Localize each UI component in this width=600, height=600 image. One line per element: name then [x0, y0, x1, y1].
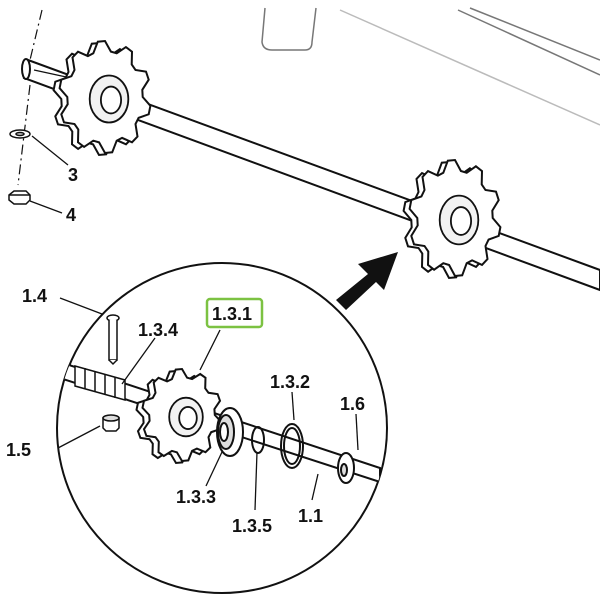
right-sprocket-bore	[449, 206, 473, 236]
direction-arrow	[336, 252, 398, 310]
left-sprocket-bore	[99, 85, 123, 115]
callout-1-5: 1.5	[6, 440, 31, 460]
callout-1-3-4: 1.3.4	[138, 320, 178, 340]
detail-leader-lines	[57, 297, 359, 511]
callout-1-1: 1.1	[298, 506, 323, 526]
right-sprocket	[402, 158, 502, 280]
callout-highlight-box	[205, 297, 264, 329]
axis-dash-line	[17, 9, 43, 186]
callout-1-3-3: 1.3.3	[176, 487, 216, 507]
left-sprocket	[52, 39, 152, 157]
nut-part	[8, 190, 31, 205]
callout-3: 3	[68, 165, 78, 185]
top-leader-lines	[29, 135, 69, 214]
frame-background	[261, 7, 600, 126]
callout-1-4: 1.4	[22, 286, 47, 306]
callout-1-3-2: 1.3.2	[270, 372, 310, 392]
detail-sprocket-bore	[178, 406, 198, 430]
washer-part	[9, 129, 31, 139]
callout-1-6: 1.6	[340, 394, 365, 414]
detail-sprocket	[135, 367, 223, 465]
callout-4: 4	[66, 205, 76, 225]
callout-1-3-1: 1.3.1	[212, 304, 252, 324]
callout-1-3-5: 1.3.5	[232, 516, 272, 536]
detail-view	[56, 262, 388, 594]
callout-labels: 3 4 1.4 1.3.4 1.3.1 1.3.2 1.6 1.5 1.3.3 …	[6, 165, 365, 536]
